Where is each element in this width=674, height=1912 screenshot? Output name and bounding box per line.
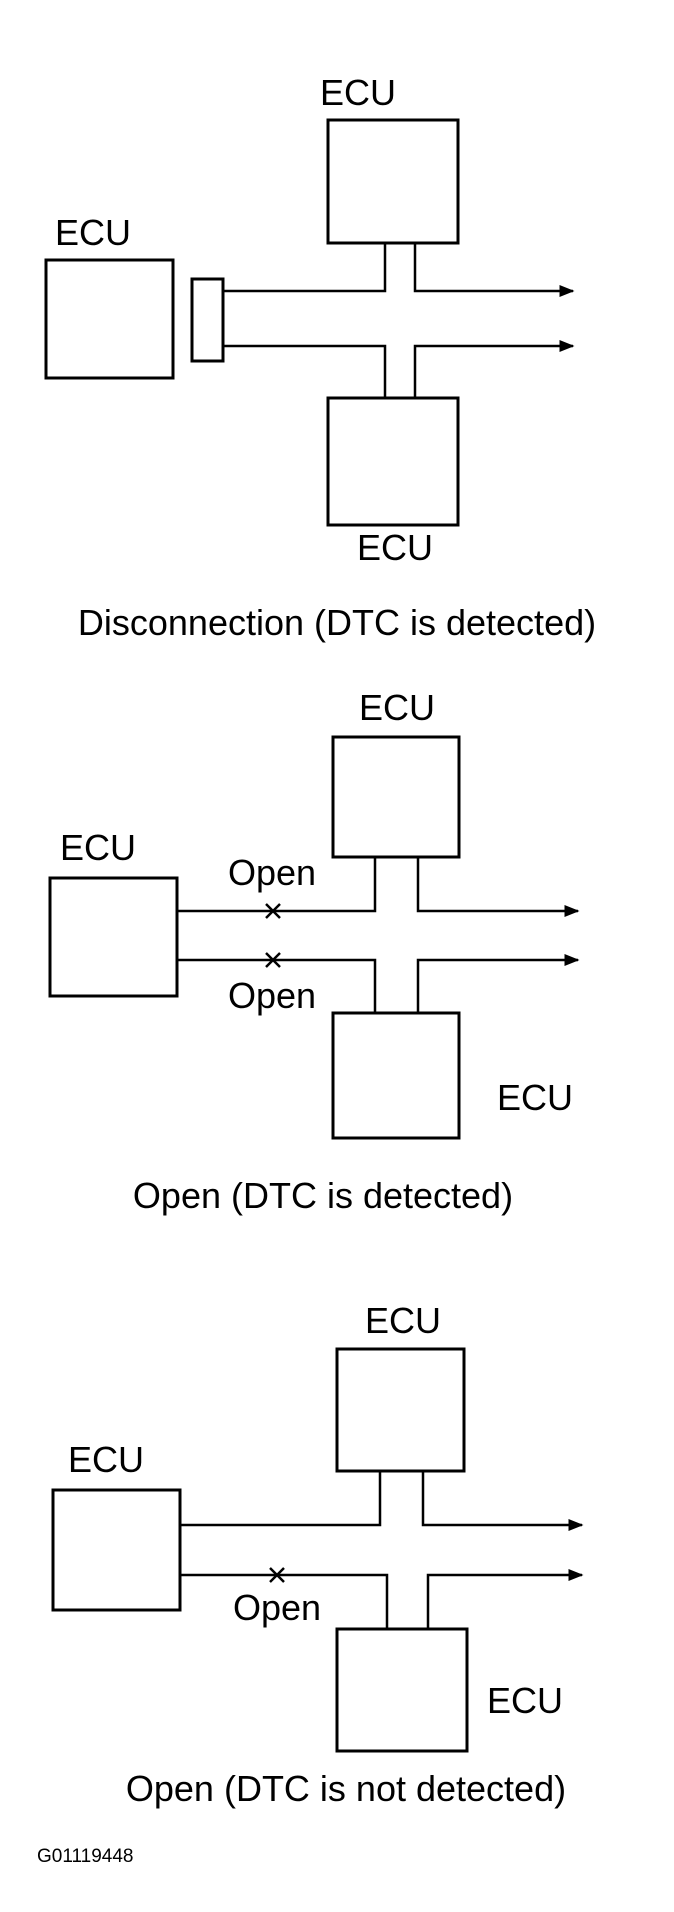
panel2-bus-wire-lower-right [416, 954, 580, 1013]
panel1-ecu-left-label: ECU [55, 212, 131, 253]
panel3-bus-wire-upper-right [421, 1471, 584, 1531]
panel2-ecu-top [331, 735, 461, 859]
panel2-caption: Open (DTC is detected) [133, 1175, 513, 1216]
panel1-connector [190, 277, 225, 363]
panel2-ecu-left-label: ECU [60, 827, 136, 868]
panel3-ecu-bottom [335, 1627, 469, 1753]
figure-code: G01119448 [37, 1846, 134, 1867]
panel1-ecu-top-label: ECU [320, 72, 396, 113]
panel1-ecu-top [326, 118, 460, 245]
panel3-ecu-top [335, 1347, 466, 1473]
panel1-ecu-bottom-label: ECU [357, 527, 433, 568]
panel1-bus-wire-lower-left [223, 344, 387, 398]
panel2-open-label-lower: Open [228, 975, 316, 1016]
panel2-ecu-bottom [331, 1011, 461, 1140]
panel1-bus-wire-lower-right [413, 340, 575, 398]
panel3-bus-wire-lower-left [180, 1573, 389, 1629]
panel2-bus-wire-lower-left [177, 958, 377, 1013]
panel2-bus-wire-upper-right [416, 857, 580, 917]
panel1-ecu-left [44, 258, 175, 380]
panel2-open-mark-lower [265, 952, 281, 968]
panel1-ecu-bottom [326, 396, 460, 527]
panel2-bus-wire-upper-left [177, 857, 377, 913]
panel3-caption: Open (DTC is not detected) [126, 1768, 566, 1809]
panel-open-detected: ECU ECU Open Open ECU Open (DTC is detec… [48, 687, 580, 1216]
panel2-open-mark-upper [265, 903, 281, 919]
panel2-ecu-bottom-label: ECU [497, 1077, 573, 1118]
panel3-bus-wire-lower-right [426, 1569, 584, 1629]
panel3-open-mark [269, 1567, 285, 1583]
panel1-caption: Disconnection (DTC is detected) [78, 602, 596, 643]
panel3-ecu-left-label: ECU [68, 1439, 144, 1480]
panel-disconnection: ECU ECU ECU Disconnection (DTC is detect… [44, 72, 596, 643]
panel2-open-label-upper: Open [228, 852, 316, 893]
panel3-ecu-left [51, 1488, 182, 1612]
panel-open-not-detected: ECU ECU Open ECU Open (DTC is not detect… [51, 1300, 584, 1809]
panel2-ecu-top-label: ECU [359, 687, 435, 728]
panel3-ecu-bottom-label: ECU [487, 1680, 563, 1721]
panel2-ecu-left [48, 876, 179, 998]
panel1-bus-wire-upper-right [413, 243, 575, 297]
panel3-ecu-top-label: ECU [365, 1300, 441, 1341]
panel1-bus-wire-upper-left [223, 243, 387, 293]
panel3-bus-wire-upper-left [180, 1471, 382, 1527]
panel3-open-label: Open [233, 1587, 321, 1628]
